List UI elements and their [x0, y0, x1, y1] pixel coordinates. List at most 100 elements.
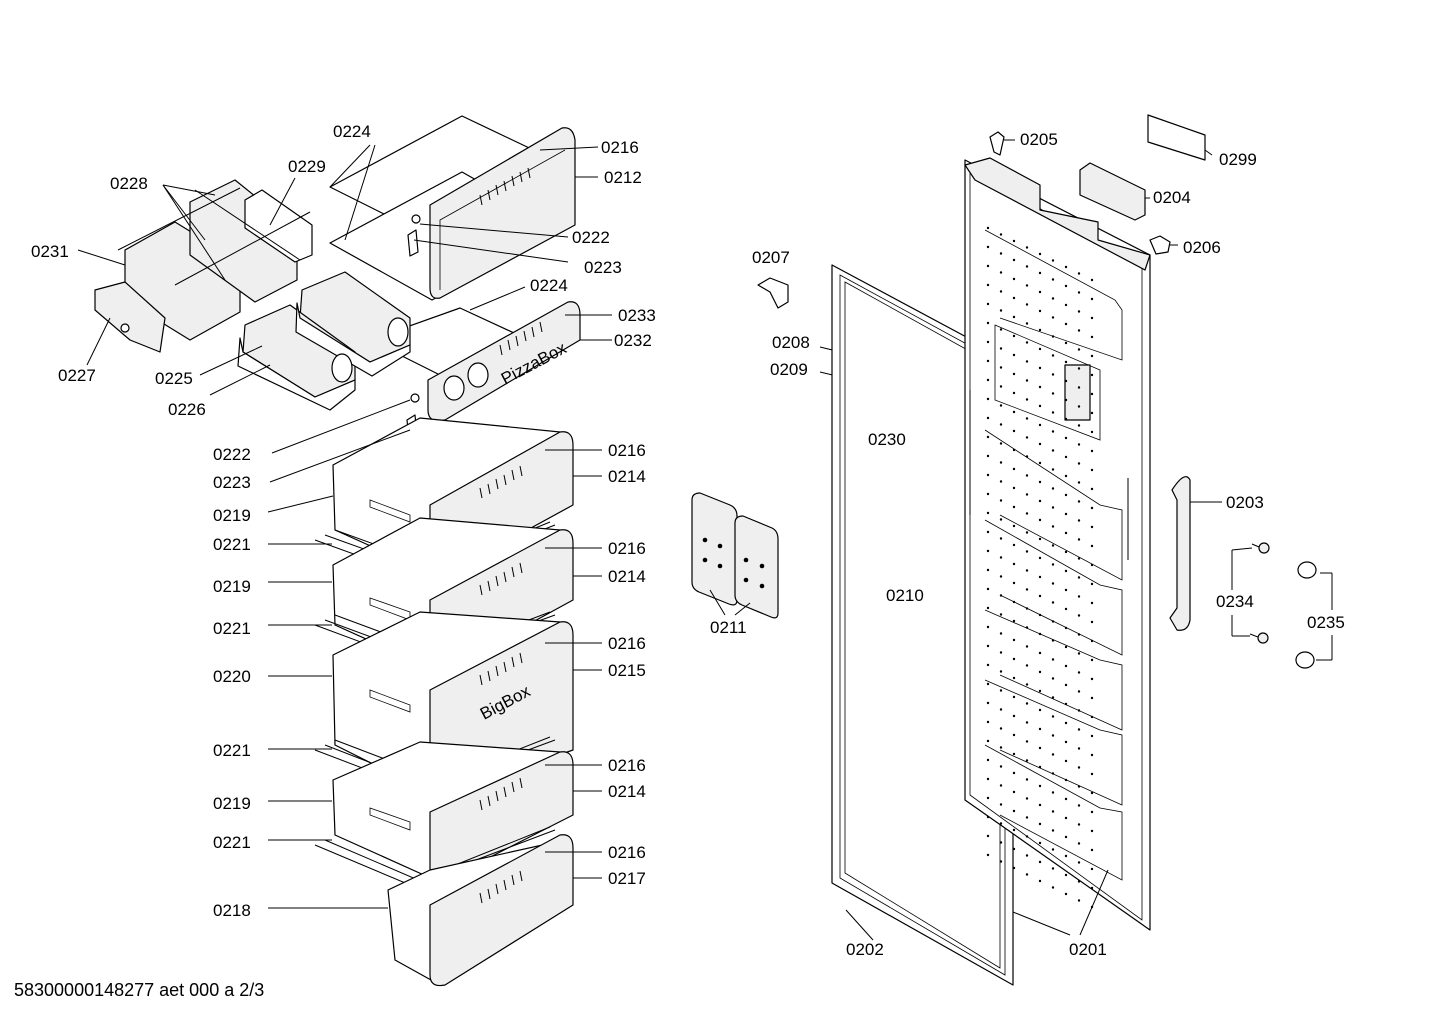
- liner-dot: [1012, 334, 1016, 338]
- liner-dot: [1077, 443, 1081, 446]
- liner-dot: [1051, 848, 1055, 851]
- callout-0214c: 0214: [608, 782, 646, 801]
- liner-dot: [1064, 569, 1068, 573]
- liner-dot: [1012, 752, 1016, 756]
- liner-dot: [1064, 341, 1068, 345]
- liner-dot: [1077, 348, 1081, 351]
- liner-dot: [1051, 639, 1055, 642]
- liner-dot: [1051, 886, 1055, 889]
- liner-dot: [1090, 582, 1094, 586]
- callout-0216c: 0216: [608, 539, 646, 558]
- document-id-footer: 58300000148277 aet 000 a 2/3: [14, 980, 265, 1000]
- liner-dot: [1038, 461, 1042, 465]
- liner-dot: [1090, 848, 1094, 852]
- liner-dot: [1051, 867, 1055, 870]
- liner-dot: [1012, 828, 1016, 832]
- liner-dot: [999, 423, 1003, 426]
- liner-dot: [999, 347, 1003, 350]
- liner-dot: [1064, 778, 1068, 782]
- callout-0231: 0231: [31, 242, 69, 261]
- liner-dot: [1012, 448, 1016, 452]
- liner-dot: [1077, 481, 1081, 484]
- liner-dot: [1064, 702, 1068, 706]
- liner-dot: [999, 499, 1003, 502]
- liner-dot: [1038, 746, 1042, 750]
- door-handle: [1169, 476, 1191, 631]
- liner-dot: [986, 473, 990, 477]
- liner-dot: [1090, 696, 1094, 700]
- liner-dot: [999, 537, 1003, 540]
- liner-dot: [1064, 721, 1068, 725]
- liner-dot: [1025, 759, 1029, 762]
- label-0299: [1147, 114, 1206, 161]
- liner-dot: [1064, 588, 1068, 592]
- liner-dot: [1090, 829, 1094, 833]
- callout-0217: 0217: [608, 869, 646, 888]
- callout-0221a: 0221: [213, 535, 251, 554]
- liner-dot: [1077, 633, 1081, 636]
- callout-0215: 0215: [608, 661, 646, 680]
- liner-dot: [1051, 449, 1055, 452]
- liner-dot: [986, 416, 990, 420]
- liner-dot: [1051, 677, 1055, 680]
- liner-dot: [1090, 354, 1094, 358]
- callout-0230: 0230: [868, 430, 906, 449]
- front-panel-top: [429, 127, 576, 299]
- liner-dot: [1051, 601, 1055, 604]
- liner-dot: [999, 404, 1003, 407]
- liner-dot: [999, 442, 1003, 445]
- liner-dot: [986, 378, 990, 382]
- ice-box-cover: [94, 281, 166, 353]
- liner-dot: [1051, 791, 1055, 794]
- liner-dot: [1051, 734, 1055, 737]
- liner-dot: [1090, 810, 1094, 814]
- callout-0225: 0225: [155, 369, 193, 388]
- liner-dot: [1090, 430, 1094, 434]
- callout-0218: 0218: [213, 901, 251, 920]
- liner-dot: [999, 366, 1003, 369]
- liner-dot: [1077, 709, 1081, 712]
- liner-dot: [1025, 854, 1029, 857]
- liner-dot: [1051, 297, 1055, 300]
- liner-dot: [1090, 677, 1094, 681]
- cold-pack-2: [734, 515, 779, 619]
- liner-dot: [1077, 272, 1081, 275]
- liner-dot: [986, 606, 990, 610]
- callout-0227: 0227: [58, 366, 96, 385]
- liner-dot: [1051, 335, 1055, 338]
- callout-0235: 0235: [1307, 613, 1345, 632]
- liner-dot: [1038, 613, 1042, 617]
- callout-0222b: 0222: [213, 445, 251, 464]
- liner-dot: [1038, 708, 1042, 712]
- liner-dot: [1012, 429, 1016, 433]
- liner-dot: [999, 290, 1003, 293]
- liner-dot: [986, 720, 990, 724]
- liner-dot: [1012, 296, 1016, 300]
- liner-dot: [1077, 519, 1081, 522]
- right-leader-lines: [845, 139, 1333, 941]
- liner-dot: [1090, 658, 1094, 662]
- liner-dot: [1064, 683, 1068, 687]
- liner-dot: [1025, 569, 1029, 572]
- liner-dot: [999, 594, 1003, 597]
- liner-dot: [1012, 733, 1016, 737]
- liner-dot: [1012, 372, 1016, 376]
- left-assembly: PizzaBox: [77, 115, 612, 987]
- callout-0210: 0210: [886, 586, 924, 605]
- liner-dot: [1090, 392, 1094, 396]
- liner-dot: [1025, 683, 1029, 686]
- liner-dot: [1025, 531, 1029, 534]
- liner-dot: [1077, 652, 1081, 655]
- front-panel-top-grip: [479, 167, 531, 206]
- liner-dot: [1025, 417, 1029, 420]
- liner-dot: [1077, 595, 1081, 598]
- liner-dot: [1064, 531, 1068, 535]
- liner-dot: [1025, 360, 1029, 363]
- liner-dot: [999, 860, 1003, 863]
- liner-dot: [986, 226, 990, 230]
- callout-0211: 0211: [710, 618, 747, 637]
- liner-dot: [1064, 550, 1068, 554]
- liner-dot: [1064, 607, 1068, 611]
- liner-dot: [999, 575, 1003, 578]
- liner-dot: [1090, 544, 1094, 548]
